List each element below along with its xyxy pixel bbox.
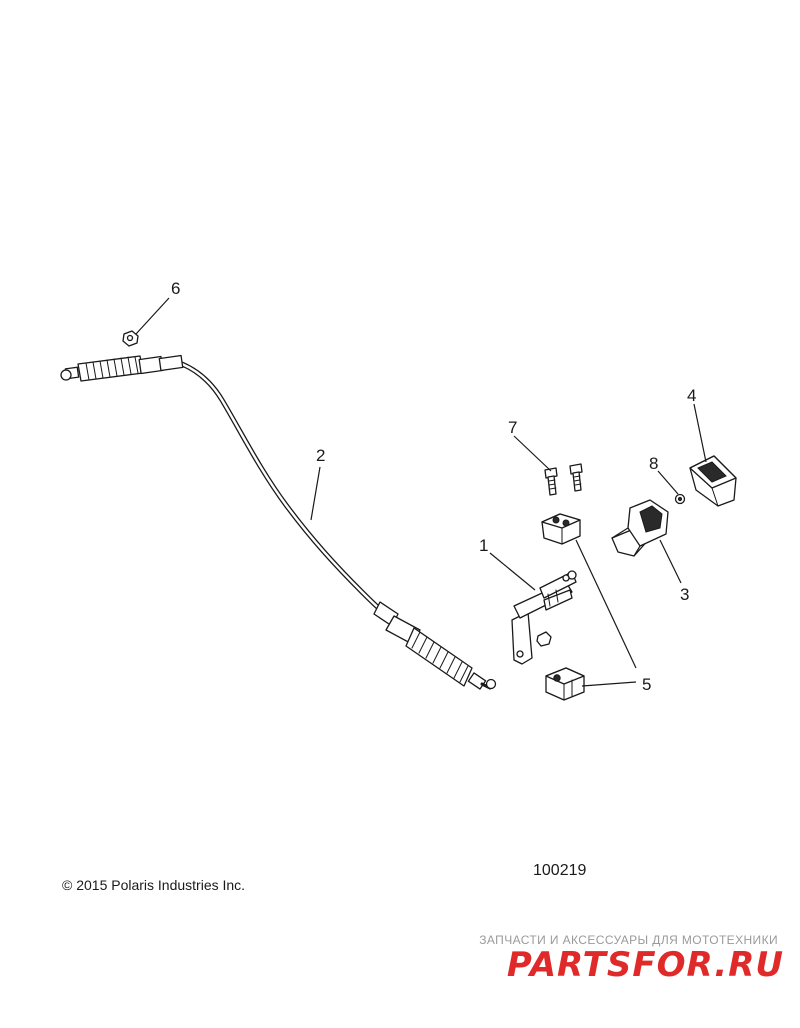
leader-6 [135,297,170,335]
leader-7 [513,435,552,472]
figure-number: 100219 [533,862,587,879]
leader-3 [659,539,682,584]
bolts [544,463,583,496]
callout-6: 6 [171,279,180,298]
leader-2 [310,466,321,521]
shift-knob-base [611,499,669,557]
callout-8: 8 [649,454,658,473]
callout-5: 5 [642,675,651,694]
leader-5b [581,681,637,687]
screw [674,493,686,505]
bushing-upper [541,513,581,545]
cable-lower-end [373,601,497,690]
cable-upper-end [60,354,184,382]
nut [122,330,139,347]
leader-4 [693,403,707,463]
callout-3: 3 [680,585,689,604]
leader-8 [657,470,679,495]
callouts: 6 2 7 1 8 4 3 5 [171,279,696,694]
bushing-lower [545,667,585,701]
copyright-text: © 2015 Polaris Industries Inc. [62,877,246,893]
leader-1 [489,552,536,591]
callout-4: 4 [687,386,696,405]
leader-5a [575,539,637,669]
shift-knob [689,455,737,507]
watermark-logo: PARTSFOR.RU [506,945,784,985]
callout-7: 7 [508,418,517,437]
leader-lines [135,297,707,687]
shift-lever-bracket [511,570,577,665]
callout-2: 2 [316,446,325,465]
watermark-tagline: ЗАПЧАСТИ И АКСЕССУАРЫ ДЛЯ МОТОТЕХНИКИ [479,933,778,947]
callout-1: 1 [479,536,488,555]
shift-cable [60,354,497,690]
